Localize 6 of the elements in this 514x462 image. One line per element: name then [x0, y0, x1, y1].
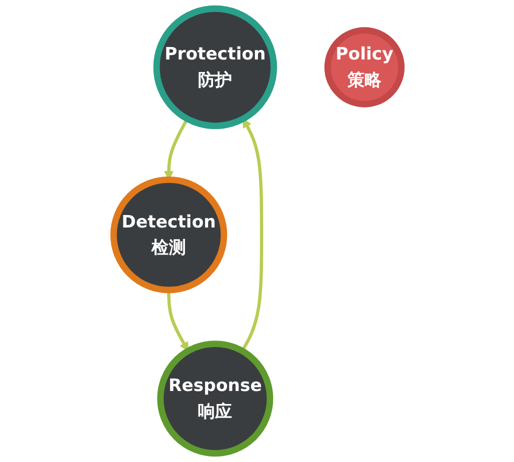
node-circle	[324, 27, 404, 108]
node-circle	[152, 5, 277, 130]
cycle-diagram: Protection 防护 Policy 策略 Detection 检测 Response 响应	[104, 0, 410, 462]
node-circle	[110, 176, 227, 294]
arrow	[166, 290, 188, 352]
node-circle	[156, 340, 273, 457]
